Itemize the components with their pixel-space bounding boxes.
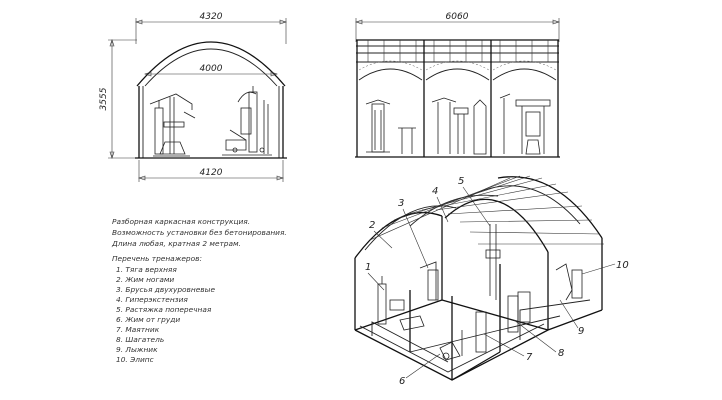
- equipment-item-2: 2. Жим ногами: [116, 275, 174, 284]
- callout-6: 6: [399, 376, 405, 387]
- callout-4: 4: [432, 186, 438, 197]
- equipment-item-10: 10. Элипс: [116, 355, 154, 364]
- callout-1: 1: [365, 262, 371, 273]
- iso-equipment: [377, 224, 583, 361]
- equipment-item-6: 6. Жим от груди: [116, 315, 180, 324]
- equipment-item-1: 1. Тяга верхняя: [116, 265, 177, 274]
- callout-5: 5: [458, 176, 464, 187]
- notes-block: Разборная каркасная конструкция. Возможн…: [111, 217, 287, 364]
- equipment-item-4: 4. Гиперэкстензия: [116, 295, 188, 304]
- equipment-item-9: 9. Лыжник: [116, 345, 158, 354]
- dim-side-height: 3555: [99, 87, 109, 110]
- equipment-item-3: 3. Брусья двухуровневые: [116, 285, 215, 294]
- callout-9: 9: [578, 326, 584, 337]
- equipment-item-7: 7. Маятник: [116, 325, 160, 334]
- callout-10: 10: [616, 260, 629, 271]
- callout-8: 8: [558, 348, 564, 359]
- equipment-heading: Перечень тренажеров:: [112, 254, 202, 263]
- callout-7: 7: [526, 352, 533, 363]
- dim-side-inner: 4000: [200, 64, 223, 74]
- dim-side-top: 4320: [200, 12, 223, 22]
- note-line-3: Длина любая, кратная 2 метрам.: [111, 239, 241, 248]
- front-view: 6060: [355, 12, 560, 158]
- isometric-view: 1 2 3 4 5 6 7 8 9 10: [354, 175, 629, 387]
- callout-2: 2: [369, 220, 375, 231]
- dim-side-bottom: 4120: [200, 168, 223, 178]
- equipment-item-8: 8. Шагатель: [116, 335, 164, 344]
- side-equipment-left: [149, 93, 196, 157]
- callout-3: 3: [398, 198, 404, 209]
- dim-front-top: 6060: [446, 12, 469, 22]
- callouts: 1 2 3 4 5 6 7 8 9 10: [365, 176, 629, 387]
- note-line-2: Возможность установки без бетонирования.: [112, 228, 287, 237]
- side-view: 4320 4000 3555 4120: [99, 12, 287, 182]
- equipment-item-5: 5. Растяжка поперечная: [116, 305, 212, 314]
- front-equipment: [365, 93, 551, 155]
- side-equipment-right: [222, 86, 272, 156]
- note-line-1: Разборная каркасная конструкция.: [112, 217, 250, 226]
